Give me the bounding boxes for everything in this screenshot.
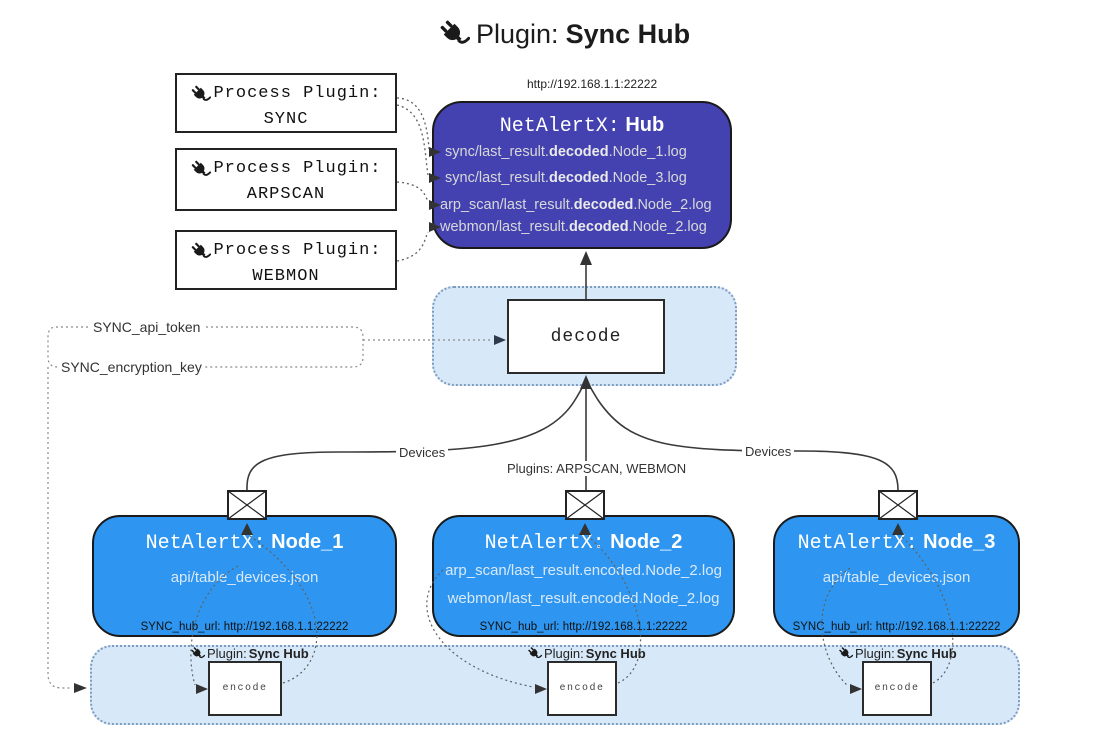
decode-box: decode: [507, 299, 665, 374]
plug-icon: [528, 647, 542, 659]
encode-box: encode: [862, 661, 932, 716]
process-plugin-label: Process Plugin:: [213, 241, 382, 260]
encoder-plugin-label: Plugin: Sync Hub: [190, 646, 309, 661]
envelope-icon: [227, 490, 267, 525]
process-plugin-name: SYNC: [263, 110, 309, 130]
node-1-box: NetAlertX: Node_1 api/table_devices.json…: [92, 515, 397, 637]
hub-log-line: webmon/last_result.decoded.Node_2.log: [440, 219, 707, 235]
node-file: arp_scan/last_result.encoded.Node_2.log: [445, 562, 722, 579]
plug-icon: [839, 647, 853, 659]
encoder-plugin-label: Plugin: Sync Hub: [527, 646, 646, 661]
sync-api-token-label: SYNC_api_token: [90, 319, 204, 335]
plug-icon: [191, 647, 205, 659]
process-plugin-name: WEBMON: [252, 267, 320, 287]
node-hub-url: SYNC_hub_url: http://192.168.1.1:22222: [140, 621, 349, 633]
node-file: api/table_devices.json: [822, 569, 971, 586]
hub-title-name: Hub: [625, 114, 665, 136]
devices-label-right: Devices: [742, 444, 795, 459]
node-file: api/table_devices.json: [170, 569, 319, 586]
page-title-label: Plugin:: [476, 18, 559, 49]
hub-title: NetAlertX: Hub: [434, 114, 730, 138]
process-plugin-label: Process Plugin:: [213, 159, 382, 178]
plug-icon: [192, 85, 212, 101]
node-2-box: NetAlertX: Node_2 arp_scan/last_result.e…: [432, 515, 735, 637]
plug-icon: [192, 242, 212, 258]
decode-label: decode: [550, 326, 622, 347]
hub-log-line: sync/last_result.decoded.Node_3.log: [445, 170, 687, 186]
hub-log-line: arp_scan/last_result.decoded.Node_2.log: [440, 197, 712, 213]
page-title: Plugin: Sync Hub: [438, 18, 690, 50]
plugins-label-center: Plugins: ARPSCAN, WEBMON: [504, 461, 690, 476]
sync-encryption-key-label: SYNC_encryption_key: [58, 359, 205, 375]
process-plugin-box-arpscan: Process Plugin: ARPSCAN: [175, 148, 397, 211]
process-plugin-label: Process Plugin:: [213, 84, 382, 103]
plug-icon: [192, 160, 212, 176]
node-title: NetAlertX: Node_1: [145, 531, 344, 555]
node-hub-url: SYNC_hub_url: http://192.168.1.1:22222: [792, 621, 1001, 633]
process-plugin-box-webmon: Process Plugin: WEBMON: [175, 230, 397, 290]
hub-log-line: sync/last_result.decoded.Node_1.log: [445, 144, 687, 160]
plug-icon: [440, 20, 470, 44]
node-title: NetAlertX: Node_3: [797, 531, 996, 555]
encoder-plugin-label: Plugin: Sync Hub: [838, 646, 957, 661]
envelope-icon: [878, 490, 918, 525]
node-title: NetAlertX: Node_2: [484, 531, 683, 555]
hub-url-label: http://192.168.1.1:22222: [527, 77, 658, 91]
hub-node: NetAlertX: Hub sync/last_result.decoded.…: [432, 101, 732, 249]
envelope-icon: [565, 490, 605, 525]
encode-box: encode: [208, 661, 282, 716]
node-file: webmon/last_result.encoded.Node_2.log: [447, 590, 720, 607]
process-plugin-box-sync: Process Plugin: SYNC: [175, 73, 397, 133]
devices-label-left: Devices: [396, 445, 449, 460]
process-plugin-name: ARPSCAN: [246, 185, 326, 205]
node-hub-url: SYNC_hub_url: http://192.168.1.1:22222: [479, 621, 688, 633]
page-title-name: Sync Hub: [565, 18, 691, 49]
hub-title-label: NetAlertX:: [499, 115, 620, 138]
node-3-box: NetAlertX: Node_3 api/table_devices.json…: [773, 515, 1020, 637]
encode-box: encode: [547, 661, 617, 716]
